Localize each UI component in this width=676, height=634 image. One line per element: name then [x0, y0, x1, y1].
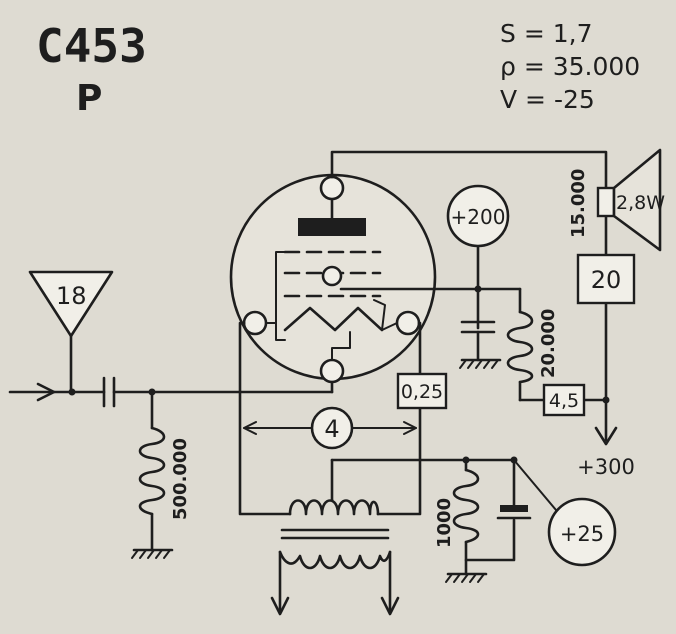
tube-heater-filament: [283, 306, 384, 332]
tube-pin-screen: [321, 265, 343, 287]
screen-resistor-coil: [506, 310, 534, 384]
box-0-25: [396, 372, 448, 410]
input-resistor-coil: [138, 426, 166, 516]
spec-slope: S = 1,7: [500, 19, 592, 48]
ground-symbol: [445, 572, 488, 583]
heater-4-circle: [310, 406, 354, 450]
ground-symbol: [131, 548, 174, 559]
cathode-voltage-label: +25: [560, 522, 604, 546]
speaker-power-label: 2,8W: [616, 192, 665, 214]
cathode-25-circle: [547, 497, 617, 567]
antenna-triangle: [28, 270, 114, 338]
box-4-5: [542, 383, 586, 417]
tube-pin-anode: [319, 175, 345, 201]
supply-200-circle: [446, 184, 510, 248]
heater-ref-label: 4: [324, 415, 339, 443]
box-20-label: 20: [591, 266, 622, 294]
loudspeaker: [596, 148, 662, 252]
anode-supply-arrow: [594, 426, 618, 446]
tube-model-suffix: P: [76, 78, 102, 119]
input-arrow: [36, 382, 56, 402]
cathode-resistor-label: 1000: [434, 498, 455, 548]
antenna-ref-label: 18: [56, 282, 87, 310]
cathode-capacitor-plate: [500, 505, 528, 512]
filament-transformer: [270, 498, 400, 616]
wire-anode-rail: [330, 150, 608, 190]
box-20: [576, 253, 636, 305]
cathode-resistor-coil: [452, 468, 480, 544]
tube-model-title: C453: [36, 19, 147, 73]
spec-resistance: ρ = 35.000: [500, 52, 640, 81]
anode-supply-label: +300: [577, 455, 635, 479]
tube-pin-left: [242, 310, 268, 336]
ground-symbol: [459, 358, 502, 369]
input-resistor-label: 500.000: [170, 438, 191, 520]
box-4-5-label: 4,5: [549, 390, 579, 412]
vacuum-tube: [229, 173, 480, 384]
wire-heater-right: [376, 321, 422, 516]
screen-supply-label: +200: [451, 205, 506, 229]
wire-heater-left: [238, 321, 292, 516]
screen-resistor-label: 20.000: [538, 309, 559, 378]
tube-pin-cathode: [319, 358, 345, 384]
spec-bias: V = -25: [500, 85, 595, 114]
tube-pin-right: [395, 310, 421, 336]
speaker-impedance-label: 15.000: [568, 169, 589, 238]
tube-anode-plate: [298, 218, 366, 236]
box-0-25-label: 0,25: [401, 381, 443, 403]
